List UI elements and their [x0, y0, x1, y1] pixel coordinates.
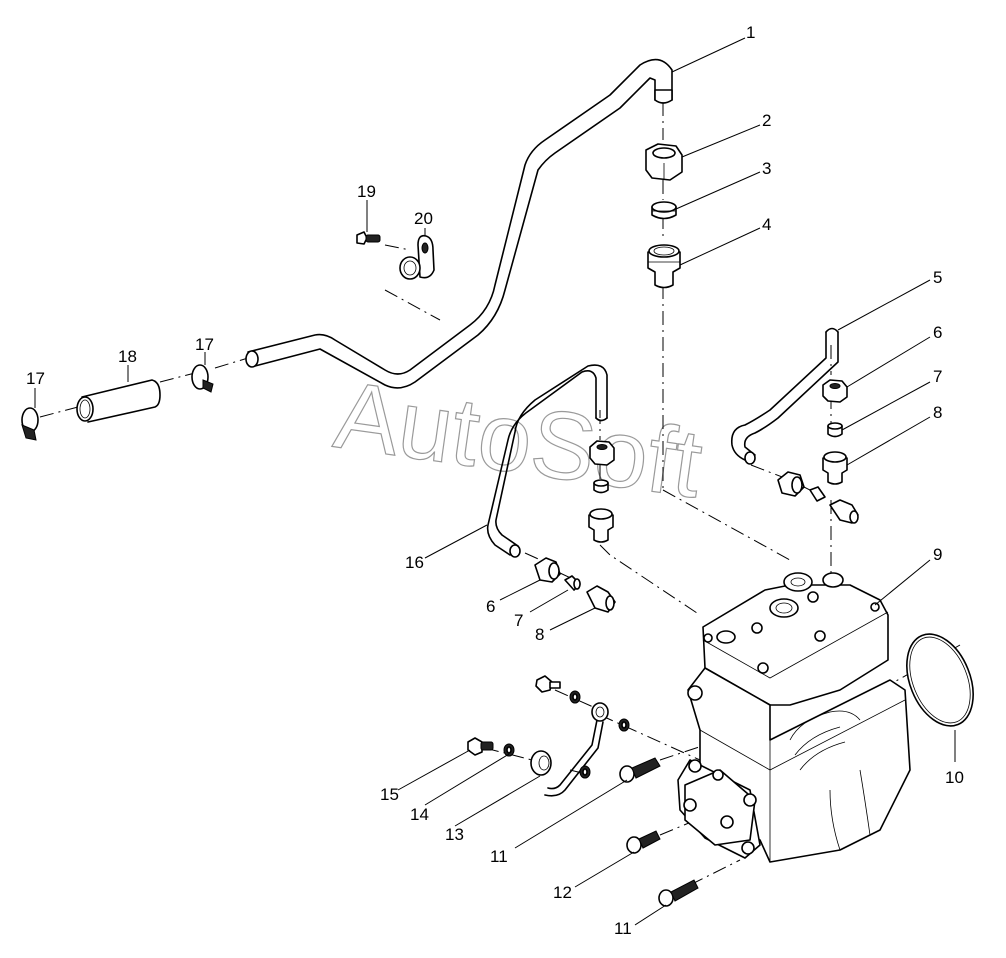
part-17-hose-clamp-right	[191, 364, 214, 393]
callout-5: 5	[933, 268, 942, 287]
callout-18: 18	[118, 347, 137, 366]
part-11-socket-screw-upper	[619, 757, 661, 783]
part-6-union-nut-left	[534, 557, 561, 583]
callout-14: 14	[410, 805, 429, 824]
part-4-union-fitting	[647, 244, 681, 289]
upper-banjo-bolt	[535, 675, 561, 693]
part-8-union-fitting-right	[822, 451, 848, 485]
leader-lines	[34, 37, 956, 926]
callout-4: 4	[762, 215, 771, 234]
part-7-compression-ring-right	[827, 422, 843, 438]
callout-labels: 1 2 3 4 5 6 7 8 9 10 11 12 11 13 14 15 1…	[26, 23, 964, 938]
callout-8-right: 8	[933, 403, 942, 422]
part-12-socket-screw	[626, 830, 661, 854]
callout-20: 20	[414, 209, 433, 228]
callout-13: 13	[445, 825, 464, 844]
part-16-left-pipe	[486, 364, 608, 558]
callout-8-left: 8	[535, 625, 544, 644]
callout-9: 9	[933, 545, 942, 564]
callout-19: 19	[357, 182, 376, 201]
callout-17-left: 17	[26, 369, 45, 388]
part-7-compression-ring-left	[564, 575, 581, 591]
center-fitting-stack	[588, 440, 615, 543]
callout-2: 2	[762, 111, 771, 130]
callout-11-lower: 11	[614, 919, 632, 938]
part-6-union-nut-right	[822, 379, 848, 403]
part-20-pipe-clip	[399, 234, 435, 280]
part-17-hose-clamp-left	[21, 407, 39, 441]
callout-15: 15	[380, 785, 399, 804]
part-2-union-nut	[645, 143, 683, 181]
part-5-right-pipe	[730, 327, 839, 465]
part-10-o-ring	[906, 633, 974, 727]
part-11-socket-screw-lower	[658, 879, 699, 907]
callout-7-left: 7	[514, 611, 523, 630]
part-8-union-fitting-left	[586, 585, 616, 613]
part-1-long-pipe	[245, 58, 673, 389]
callout-17-right: 17	[195, 335, 214, 354]
callout-12: 12	[553, 883, 572, 902]
callout-11-upper: 11	[490, 847, 508, 866]
callout-1: 1	[746, 23, 755, 42]
callout-6-left: 6	[486, 597, 495, 616]
part-14-sealing-washer	[503, 743, 515, 757]
callout-10: 10	[945, 768, 964, 787]
right-pipe-end-fittings	[777, 471, 859, 524]
callout-16: 16	[405, 553, 424, 572]
callout-6-right: 6	[933, 323, 942, 342]
part-19-screw	[356, 231, 381, 245]
callout-3: 3	[762, 159, 771, 178]
part-13-oil-pipe	[530, 702, 609, 797]
part-18-hose	[76, 379, 161, 423]
part-15-banjo-bolt	[467, 737, 494, 756]
part-9-air-compressor	[677, 572, 911, 863]
sealing-washers	[569, 690, 630, 779]
part-3-compression-ring	[651, 201, 677, 220]
callout-7-right: 7	[933, 367, 942, 386]
